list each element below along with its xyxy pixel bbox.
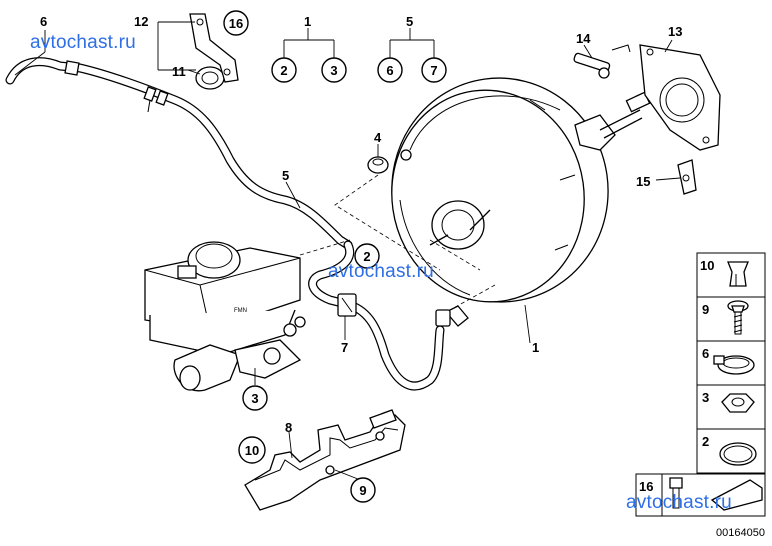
vacuum-fitting [435, 305, 469, 327]
panel-label-6: 6 [702, 346, 709, 361]
callout-9-bracket: 9 [359, 483, 366, 498]
label-14: 14 [576, 31, 591, 46]
label-5-hose: 5 [282, 168, 289, 183]
lower-hose [308, 240, 445, 391]
panel-label-16: 16 [639, 479, 653, 494]
label-1-set: 1 [304, 14, 311, 29]
reservoir-mark: FMN [234, 308, 247, 314]
bottom-parts-panel: 16 [635, 473, 766, 517]
small-parts-panel: 10 9 6 3 2 [696, 252, 766, 474]
watermark-bottom: avtochast.ru [626, 492, 732, 513]
label-6-hose: 6 [40, 14, 47, 29]
reference-lines [299, 174, 496, 311]
panel-label-2: 2 [702, 434, 709, 449]
label-11: 11 [172, 64, 186, 79]
label-13: 13 [668, 24, 682, 39]
callout-3-cylinder: 3 [251, 391, 258, 406]
callout-3-set: 3 [330, 63, 337, 78]
grommet [367, 156, 389, 174]
callout-2-set: 2 [280, 63, 287, 78]
panel-label-3: 3 [702, 390, 709, 405]
hose-bracket [189, 13, 239, 83]
callout-7-set: 7 [430, 63, 437, 78]
booster-gasket [639, 44, 721, 151]
callout-2-hose: 2 [363, 249, 370, 264]
callout-10-bracket: 10 [245, 443, 259, 458]
leader-lines [14, 21, 681, 482]
label-5-set: 5 [406, 14, 413, 29]
clevis-pin [573, 44, 631, 79]
label-8: 8 [285, 420, 292, 435]
callout-6-set: 6 [386, 63, 393, 78]
brake-booster [391, 77, 651, 303]
label-15: 15 [636, 174, 650, 189]
drawing-number: 00164050 [716, 527, 765, 539]
label-7: 7 [341, 340, 348, 355]
callout-16-top: 16 [229, 16, 243, 31]
part-labels: 6 12 11 1 5 4 5 14 13 15 7 1 8 [40, 14, 682, 435]
panel-label-9: 9 [702, 302, 709, 317]
watermark-top: avtochast.ru [30, 32, 136, 53]
watermark-center: avtochast.ru [328, 261, 434, 282]
hose-clamp [195, 66, 225, 90]
clip-nut [677, 159, 697, 195]
label-4: 4 [374, 130, 382, 145]
callout-circles: 16 2 3 6 7 2 3 10 9 [223, 10, 447, 503]
panel-label-10: 10 [700, 258, 714, 273]
vacuum-hose [5, 57, 353, 250]
label-12: 12 [134, 14, 148, 29]
label-1-booster: 1 [532, 340, 539, 355]
master-cylinder: FMN [144, 241, 306, 392]
heat-shield-bracket [244, 409, 406, 511]
